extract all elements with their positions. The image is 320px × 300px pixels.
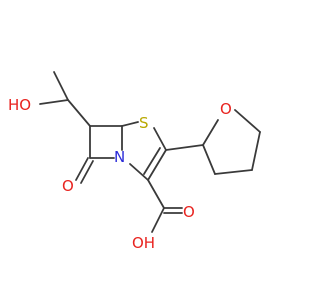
atom-labels: HO S N O O O OH xyxy=(8,96,232,252)
atom-oh: OH xyxy=(132,234,155,252)
bond-c-ring xyxy=(67,99,91,127)
bond-thf-1 xyxy=(202,119,219,146)
bond-thf-2 xyxy=(234,109,261,133)
atom-ho: HO xyxy=(8,96,31,114)
bond-thf-4 xyxy=(214,169,253,175)
atom-o-acid: O xyxy=(183,203,195,221)
bond-ketone-2 xyxy=(80,160,94,184)
atom-n: N xyxy=(114,148,125,166)
bond-s-c xyxy=(153,127,167,151)
atom-o-ring: O xyxy=(220,100,232,118)
bond-acid-oh xyxy=(151,207,165,233)
bond-c-s xyxy=(121,121,139,127)
chemical-structure: HO S N O O O OH xyxy=(8,71,261,252)
bond-thf-3 xyxy=(251,131,261,171)
bond-thf-5 xyxy=(202,144,216,175)
bond-methyl xyxy=(53,71,69,101)
bond-c-c-double-a xyxy=(147,149,167,181)
bond-ketone-1 xyxy=(75,157,89,181)
bond-lines xyxy=(39,71,261,233)
bond-c-n xyxy=(129,163,149,181)
bond-c-c-double-b xyxy=(143,147,161,175)
atom-s: S xyxy=(139,114,149,132)
bond-thf-link xyxy=(165,144,204,151)
atom-o-ketone: O xyxy=(62,177,74,195)
bond-c-cooh xyxy=(147,179,165,209)
bond-c-oh xyxy=(39,99,69,105)
